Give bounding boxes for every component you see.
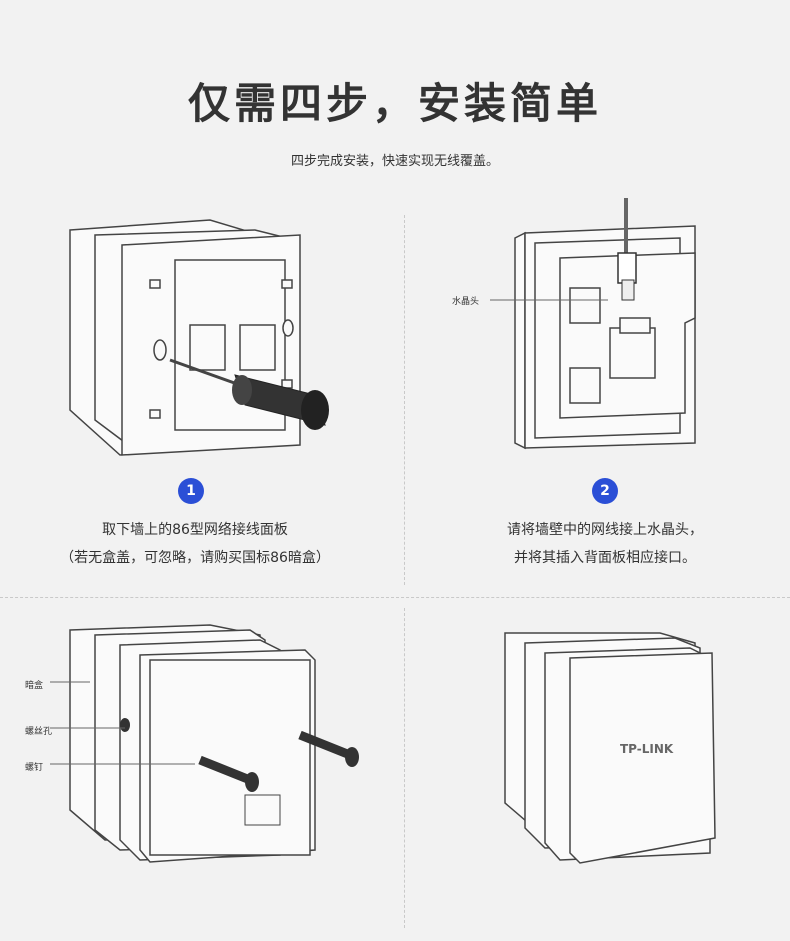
screw-hole-label: 螺丝孔 xyxy=(25,727,53,737)
page-subtitle: 四步完成安装，快速实现无线覆盖。 xyxy=(290,154,499,169)
step2-caption-line2: 并将其插入背面板相应接口。 xyxy=(514,550,696,566)
step2-illustration xyxy=(514,198,696,450)
step1-badge: 1 xyxy=(178,478,204,504)
divider-vertical-bottom xyxy=(404,608,405,928)
crystal-head-leader-line xyxy=(490,299,608,301)
brand-logo: TP-LINK xyxy=(620,742,674,756)
divider-horizontal xyxy=(0,597,790,598)
step3-leader-lines xyxy=(50,681,195,765)
step2-badge: 2 xyxy=(592,478,618,504)
page-title: 仅需四步，安装简单 xyxy=(187,79,602,128)
step3-illustration xyxy=(69,624,359,863)
step1-caption-line1: 取下墙上的86型网络接线面板 xyxy=(102,522,288,538)
divider-vertical-top xyxy=(404,215,405,585)
step2-caption-line1: 请将墙壁中的网线接上水晶头， xyxy=(507,522,703,538)
step1-caption-line2: （若无盒盖，可忽略，请购买国标86暗盒） xyxy=(60,550,330,566)
screw-label: 螺钉 xyxy=(25,763,44,773)
step2-caption: 请将墙壁中的网线接上水晶头， 并将其插入背面板相应接口。 xyxy=(405,516,790,572)
dark-box-label: 暗盒 xyxy=(25,681,44,691)
step4-illustration xyxy=(504,632,716,864)
step1-illustration xyxy=(69,219,329,456)
crystal-head-label: 水晶头 xyxy=(452,297,480,307)
step1-caption: 取下墙上的86型网络接线面板 （若无盒盖，可忽略，请购买国标86暗盒） xyxy=(0,516,395,572)
